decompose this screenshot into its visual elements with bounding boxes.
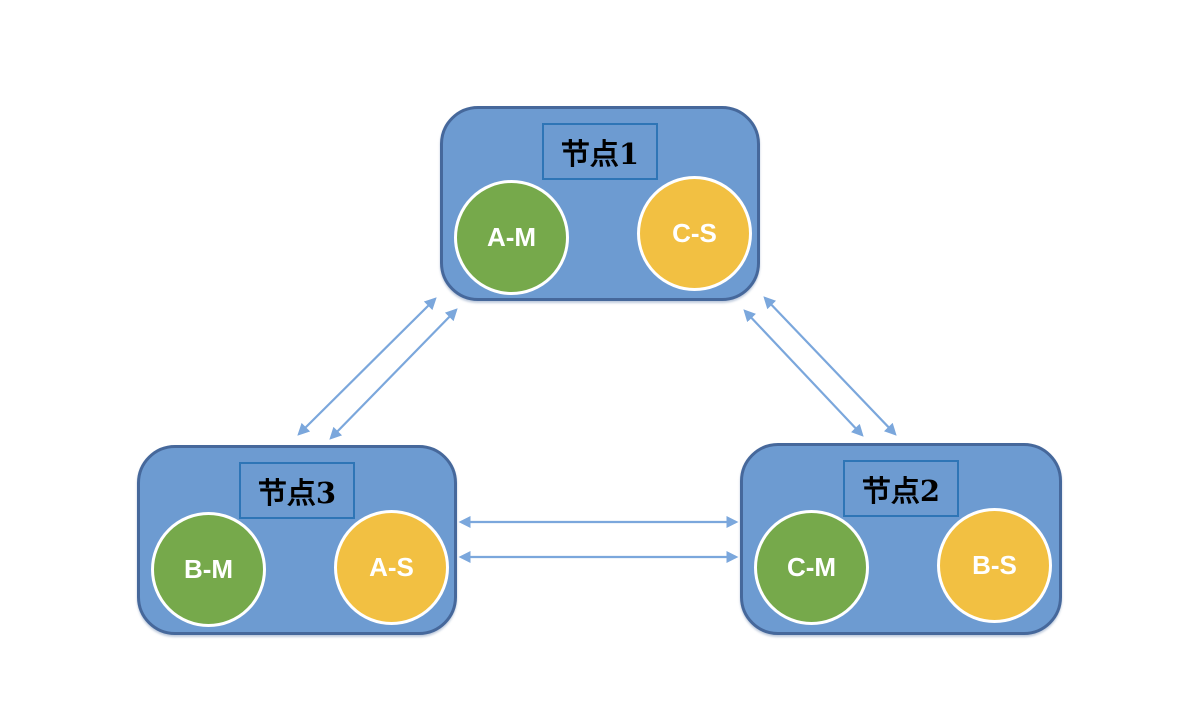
- node-1-slave-label: C-S: [672, 218, 717, 248]
- node-2-slave-circle: B-S: [937, 508, 1052, 623]
- node-3-label-box: 节点3: [239, 462, 355, 519]
- node-1-master-label: A-M: [486, 222, 537, 252]
- node-3-label: 节点3: [257, 475, 337, 510]
- node-1-label: 节点1: [560, 136, 640, 171]
- node-2-master-circle: C-M: [754, 510, 869, 625]
- node-3-slave-circle: A-S: [334, 510, 449, 625]
- node-1-master-circle: A-M: [454, 180, 569, 295]
- node-1: 节点1 A-M C-S: [440, 106, 760, 301]
- node-1-label-box: 节点1: [542, 123, 658, 180]
- node-3-master-circle: B-M: [151, 512, 266, 627]
- arrow-node2-node1-a: [763, 296, 897, 436]
- node-3-master-label: B-M: [183, 554, 234, 584]
- node-3: 节点3 B-M A-S: [137, 445, 457, 635]
- node-2-label-box: 节点2: [843, 460, 959, 517]
- arrow-node2-node1-b: [743, 309, 864, 437]
- arrow-node3-node1-a: [297, 297, 437, 436]
- node-2: 节点2 C-M B-S: [740, 443, 1062, 635]
- node-2-slave-label: B-S: [972, 550, 1017, 580]
- node-1-slave-circle: C-S: [637, 176, 752, 291]
- node-3-slave-label: A-S: [369, 552, 414, 582]
- node-2-master-label: C-M: [786, 552, 837, 582]
- arrow-node3-node1-b: [329, 308, 458, 440]
- node-2-label: 节点2: [861, 473, 941, 508]
